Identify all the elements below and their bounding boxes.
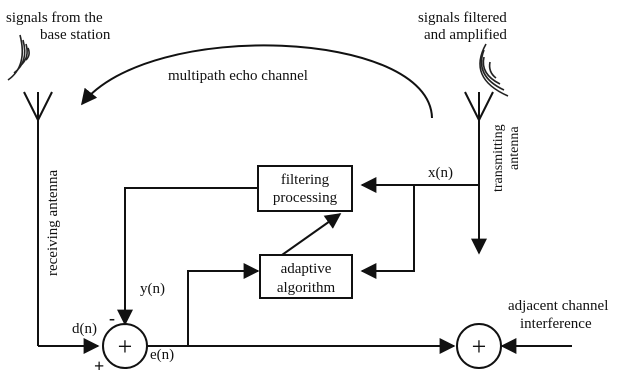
receiving-antenna-icon [23,91,53,346]
incoming-signal-waves-icon [7,34,30,81]
filtering-label-line1: filtering [281,172,330,188]
plus-sign: + [94,356,104,376]
error-summer-symbol: + [118,332,133,361]
y-n-label: y(n) [140,281,165,297]
filtering-label-line2: processing [273,190,338,206]
receiving-antenna-label: receiving antenna [45,169,61,276]
adjacent-channel-label-line2: interference [520,316,592,332]
multipath-echo-arc [81,44,433,119]
transmitting-antenna-label-line1: transmitting [491,124,506,192]
y-n-line [117,187,258,326]
adaptive-to-filter-line [281,213,342,256]
adaptive-label-line2: algorithm [277,280,336,296]
transmitting-antenna-icon [464,91,494,255]
e-to-adaptive-line [187,263,260,346]
x-to-adaptive-line [360,185,415,279]
multipath-echo-label: multipath echo channel [168,68,308,84]
output-summer-symbol: + [472,332,487,361]
signals-from-base-label-line1: signals from the [6,10,103,26]
adjacent-channel-label-line1: adjacent channel [508,298,608,314]
e-n-label: e(n) [150,347,174,363]
signals-filtered-label-line2: and amplified [424,27,507,43]
signals-filtered-label-line1: signals filtered [418,10,507,26]
outgoing-signal-waves-icon [479,43,509,97]
d-n-label: d(n) [72,321,97,337]
adaptive-label-line1: adaptive [281,261,332,277]
signals-from-base-label-line2: base station [40,27,111,43]
x-n-label: x(n) [428,165,453,181]
transmitting-antenna-label-line2: antenna [507,126,522,170]
adaptive-algorithm-block [259,254,353,299]
minus-sign: - [109,308,115,328]
